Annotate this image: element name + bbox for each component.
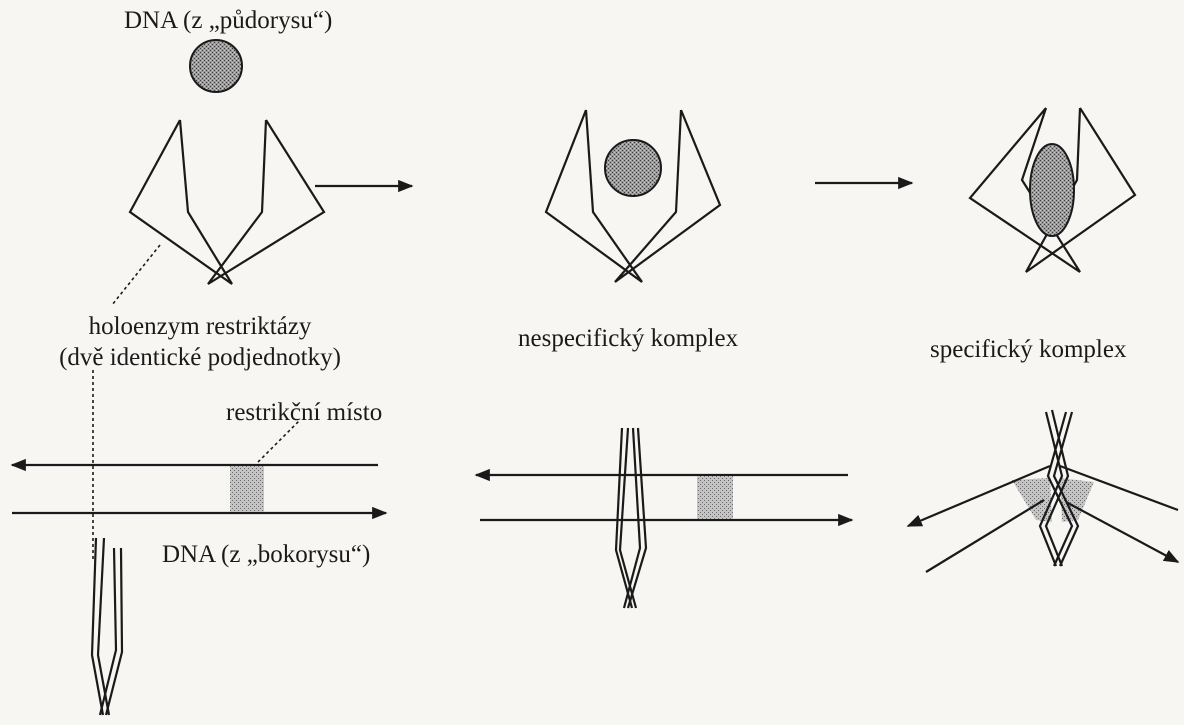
restriction-site-block — [230, 466, 264, 512]
holoenzyme-pointer — [112, 245, 160, 305]
label-specific: specifický komplex — [930, 337, 1126, 362]
label-dna-top: DNA (z „půdorysu“) — [124, 8, 332, 33]
label-holoenzyme-line2: (dvě identické podjednotky) — [20, 345, 380, 370]
nonspecific-dna-circle — [605, 140, 661, 196]
label-holoenzyme-line1: holoenzym restriktázy — [20, 314, 380, 339]
holoenzyme-shape — [130, 120, 324, 284]
mid-restriction-site — [697, 476, 733, 519]
label-nonspecific: nespecifický komplex — [518, 326, 738, 351]
restriction-site-pointer — [258, 420, 300, 462]
mid-enzyme-side — [616, 428, 646, 608]
holoenzyme-side-shape — [92, 538, 122, 715]
specific-dna-ellipse — [1030, 144, 1074, 236]
label-restriction-site: restrikční místo — [226, 400, 382, 425]
dna-top-circle — [190, 40, 242, 92]
label-dna-side: DNA (z „bokorysu“) — [162, 542, 370, 567]
